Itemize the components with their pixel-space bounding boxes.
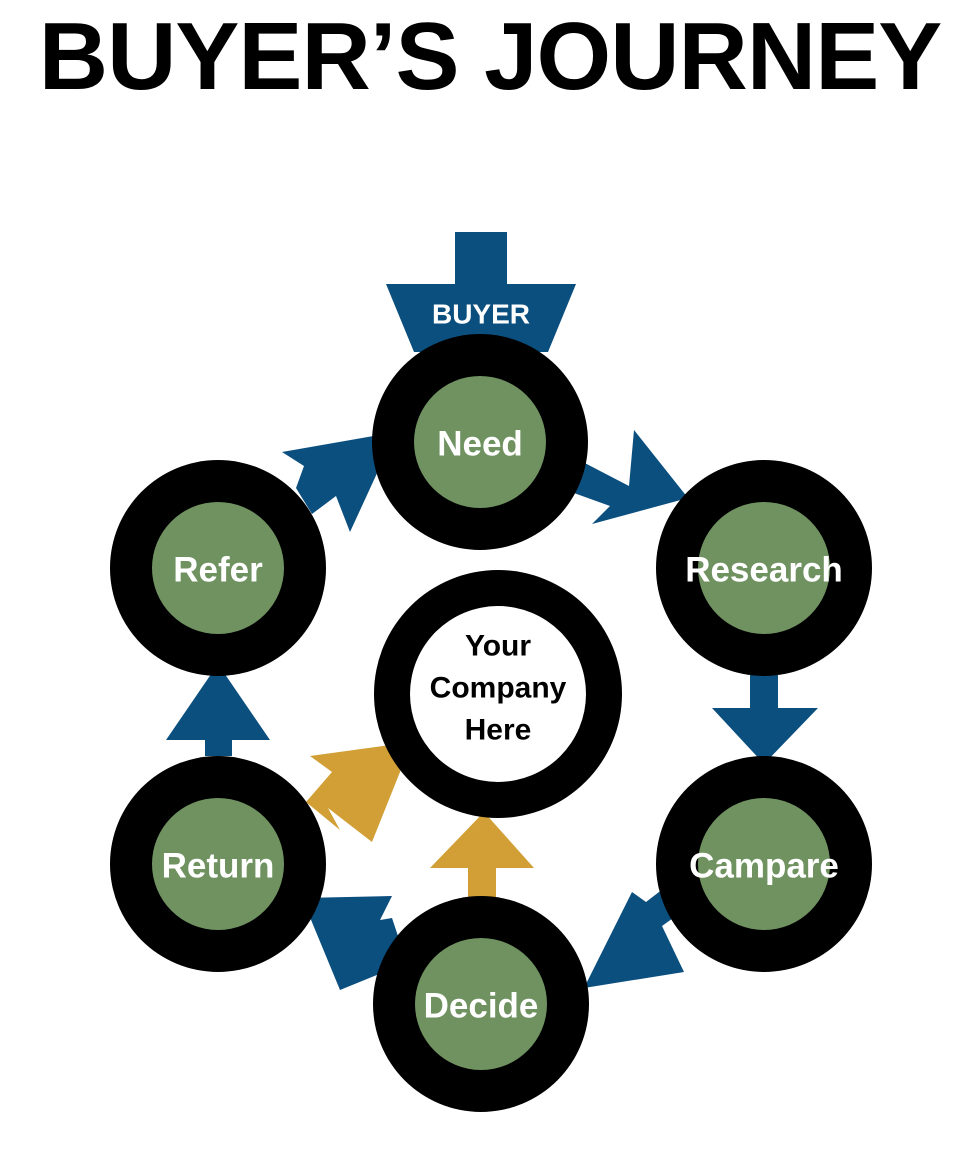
stage-research-disc: [698, 502, 830, 634]
arrow-decide-to-return: [302, 896, 400, 990]
arrow-research-to-campare: [712, 668, 818, 764]
stage-research-label: Research: [685, 551, 843, 590]
stage-decide: Decide: [373, 896, 589, 1112]
arrow-refer-to-need: [282, 432, 396, 532]
page-title: BUYER’S JOURNEY: [38, 3, 943, 110]
arrow-return-to-refer: [166, 664, 270, 756]
arrows-layer: [166, 232, 818, 990]
stage-decide-disc: [415, 938, 547, 1070]
arrow-return-to-center: [306, 742, 412, 842]
stage-refer: Refer: [110, 460, 326, 676]
arrow-campare-to-decide: [584, 882, 690, 988]
stage-refer-disc: [152, 502, 284, 634]
stage-research: Research: [656, 460, 872, 676]
entry-arrow: [386, 232, 576, 352]
stage-campare-label: Campare: [689, 847, 839, 886]
stage-campare: Campare: [656, 756, 872, 972]
stage-return-disc: [152, 798, 284, 930]
stage-campare-disc: [698, 798, 830, 930]
center-label-line-3: Here: [465, 714, 532, 747]
arrow-need-to-research: [560, 430, 688, 524]
stage-return-label: Return: [162, 847, 275, 886]
stage-need: Need: [372, 334, 588, 550]
stage-decide-label: Decide: [424, 987, 539, 1026]
stage-return: Return: [110, 756, 326, 972]
arrow-decide-to-center: [430, 812, 534, 898]
entry-label: BUYER: [432, 299, 530, 330]
stage-refer-label: Refer: [173, 551, 263, 590]
center-disc: [410, 606, 586, 782]
stage-need-label: Need: [437, 425, 523, 464]
center-label-line-1: Your: [465, 630, 531, 663]
center-node: Your Company Here: [374, 570, 622, 818]
center-label-line-2: Company: [430, 672, 567, 705]
stage-need-disc: [414, 376, 546, 508]
